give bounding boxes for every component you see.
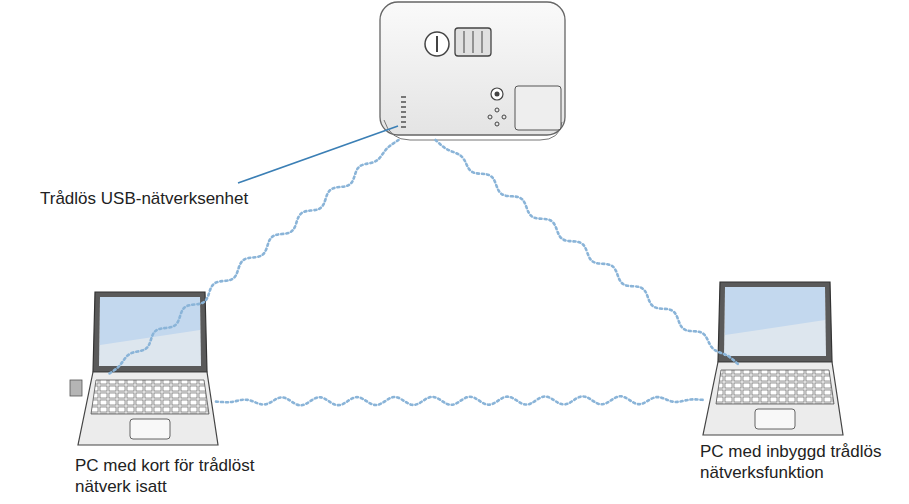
laptop-left	[70, 292, 218, 445]
device-label: Trådlös USB-nätverksenhet	[40, 188, 248, 209]
wireless-link	[216, 396, 705, 405]
laptop-right	[703, 282, 843, 435]
wireless-link	[436, 140, 740, 365]
device-label: PC med kort för trådlöst nätverk isatt	[75, 455, 290, 497]
laptop-node: PC med kort för trådlöst nätverk isatt	[80, 375, 216, 445]
laptop-node: PC med inbyggd trådlös nätverksfunktion	[705, 365, 841, 435]
leader-line	[238, 126, 398, 183]
projector-node: Trådlös USB-nätverksenhet	[380, 2, 565, 140]
wireless-link	[107, 140, 398, 375]
device-label: PC med inbyggd trådlös nätverksfunktion	[700, 441, 898, 483]
projector	[380, 2, 565, 140]
